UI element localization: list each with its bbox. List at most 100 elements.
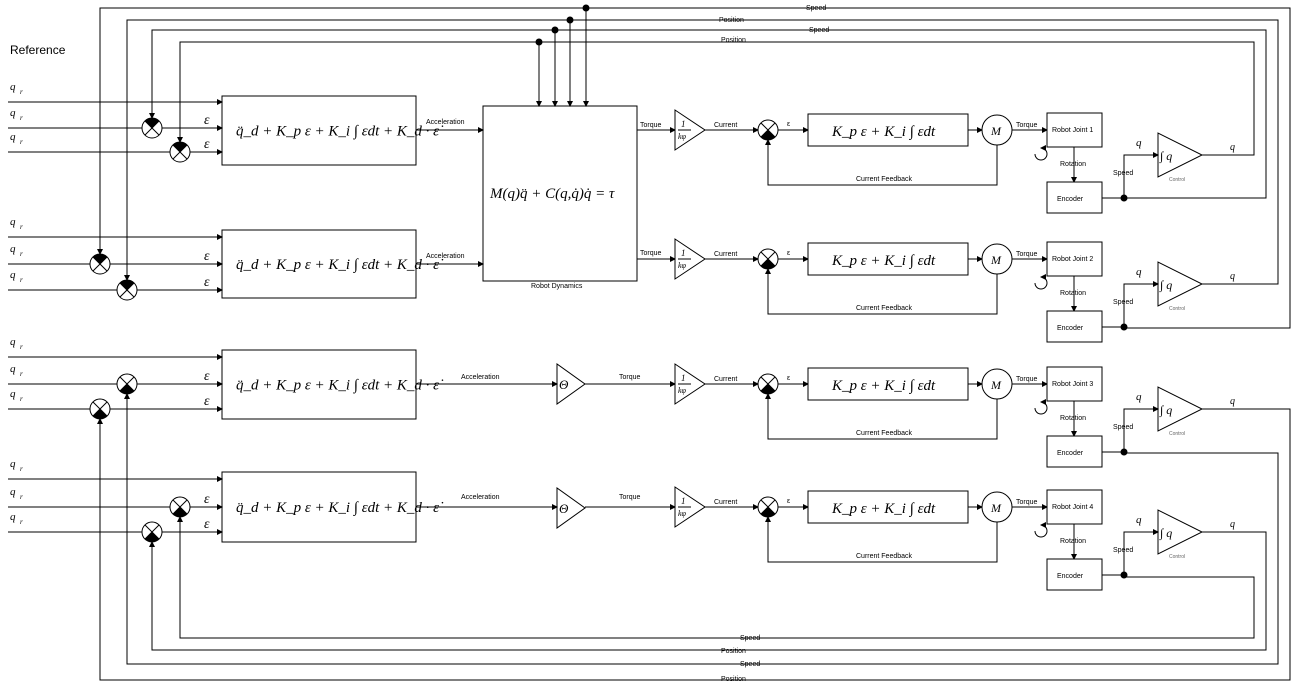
bus-speed-4-line: [124, 393, 1279, 665]
ref-subscript: r: [20, 343, 23, 351]
rotation-label-4: Rotation: [1060, 538, 1086, 545]
integrator-label-1: ∫ q: [1159, 149, 1172, 163]
summing-junction: [757, 373, 779, 395]
motor-4: M: [981, 491, 1013, 523]
bus-position-1-line: [124, 19, 1279, 285]
speed-to-integrator-2: [1102, 281, 1159, 328]
ref-subscript: r: [20, 276, 23, 284]
ref-q-speed-3: q: [10, 363, 16, 375]
control-label-1: Control: [1169, 177, 1185, 183]
summing-junction: [757, 496, 779, 518]
ref-q-accel-2: q: [10, 216, 16, 228]
epsilon-pos-1: ε: [204, 137, 210, 152]
summing-junction: [757, 248, 779, 270]
ref-q-pos-3: q: [10, 388, 16, 400]
ref-q-accel-3: q: [10, 336, 16, 348]
epsilon-label-4: ε: [787, 498, 790, 505]
robot-joint-label-2: Robot Joint 2: [1052, 256, 1093, 263]
encoder-label-3: Encoder: [1057, 450, 1084, 457]
current-label-4: Current: [714, 499, 737, 506]
current-feedback-line-4: [765, 516, 998, 563]
svg-text:Θ: Θ: [559, 377, 569, 392]
bus-position-3-label: Position: [721, 648, 746, 655]
torque-label-1: Torque: [640, 122, 662, 129]
pid-equation-1: q̈_d + K_p ε + K_i ∫ εdt + K_d · ε̇: [236, 124, 444, 140]
ref-subscript: r: [20, 114, 23, 122]
pid-block-1: [221, 95, 417, 166]
control-label-3: Control: [1169, 431, 1185, 437]
ref-q-speed-2: q: [10, 243, 16, 255]
current-label-3: Current: [714, 376, 737, 383]
svg-text:M: M: [990, 253, 1002, 267]
ref-subscript: r: [20, 88, 23, 96]
robot-dynamics-block: [482, 105, 638, 282]
svg-text:M: M: [990, 501, 1002, 515]
gain-num-3: 1: [681, 373, 686, 383]
robot-joint-block-2: [1046, 241, 1103, 277]
pi-equation-1: K_p ε + K_i ∫ εdt: [831, 124, 936, 140]
robot-joint-block-3: [1046, 366, 1103, 402]
gain-den-2: kφ: [678, 261, 687, 270]
acceleration-label-2: Acceleration: [426, 253, 465, 260]
robot-dynamics-label: Robot Dynamics: [531, 283, 583, 290]
current-feedback-line-3: [765, 393, 998, 440]
control-label-4: Control: [1169, 554, 1185, 560]
control-label-2: Control: [1169, 306, 1185, 312]
pi-block-3: [807, 367, 969, 401]
svg-text:M: M: [990, 124, 1002, 138]
ref-subscript: r: [20, 493, 23, 501]
speed-label-2: Speed: [1113, 299, 1133, 306]
dynamics-equation: M(q)q̈ + C(q,q̇)q̇ = τ: [489, 186, 615, 202]
ref-subscript: r: [20, 395, 23, 403]
summing-junction: [116, 279, 138, 301]
rotation-icon-4: [1034, 522, 1048, 538]
gain-num-4: 1: [681, 496, 686, 506]
q-out-label-1: q: [1230, 142, 1235, 153]
ref-q-accel-1: q: [10, 81, 16, 93]
bus-position-2-label: Position: [721, 37, 746, 44]
acceleration-label-1: Acceleration: [426, 119, 465, 126]
torque-label-4: Torque: [619, 494, 641, 501]
pi-block-1: [807, 113, 969, 147]
bus-position-3-line: [149, 531, 1267, 651]
motor-torque-label-3: Torque: [1016, 376, 1038, 383]
bus-speed-3-line: [177, 516, 1255, 639]
epsilon-pos-3: ε: [204, 394, 210, 409]
pi-equation-4: K_p ε + K_i ∫ εdt: [831, 501, 936, 517]
speed-label-3: Speed: [1113, 424, 1133, 431]
encoder-block-1: [1046, 181, 1103, 214]
rotation-label-1: Rotation: [1060, 161, 1086, 168]
integrator-label-3: ∫ q: [1159, 403, 1172, 417]
summing-junction: [757, 119, 779, 141]
integrator-label-2: ∫ q: [1159, 278, 1172, 292]
epsilon-speed-4: ε: [204, 492, 210, 507]
integrator-label-4: ∫ q: [1159, 526, 1172, 540]
acceleration-label-4: Acceleration: [461, 494, 500, 501]
gain-den-3: kφ: [678, 386, 687, 395]
current-label-1: Current: [714, 122, 737, 129]
robot-joint-label-3: Robot Joint 3: [1052, 381, 1093, 388]
encoder-block-4: [1046, 558, 1103, 591]
epsilon-label-3: ε: [787, 375, 790, 382]
pid-equation-2: q̈_d + K_p ε + K_i ∫ εdt + K_d · ε̇: [236, 257, 444, 273]
pi-equation-3: K_p ε + K_i ∫ εdt: [831, 378, 936, 394]
bus-speed-2-line: [149, 29, 1267, 199]
speed-to-integrator-3: [1102, 406, 1159, 453]
junction-dot: [1120, 448, 1128, 456]
current-feedback-label-2: Current Feedback: [856, 305, 913, 312]
current-feedback-label-4: Current Feedback: [856, 553, 913, 560]
ref-subscript: r: [20, 465, 23, 473]
current-feedback-label-1: Current Feedback: [856, 176, 913, 183]
epsilon-pos-2: ε: [204, 275, 210, 290]
rotation-icon-3: [1034, 399, 1048, 415]
reference-label: Reference: [10, 43, 66, 57]
q-out-label-2: q: [1230, 271, 1235, 282]
speed-to-integrator-1: [1102, 152, 1159, 199]
epsilon-label-1: ε: [787, 121, 790, 128]
ref-subscript: r: [20, 250, 23, 258]
epsilon-speed-2: ε: [204, 249, 210, 264]
motor-1: M: [981, 114, 1013, 146]
ref-subscript: r: [20, 518, 23, 526]
motor-torque-label-2: Torque: [1016, 251, 1038, 258]
current-feedback-line-1: [765, 139, 998, 186]
